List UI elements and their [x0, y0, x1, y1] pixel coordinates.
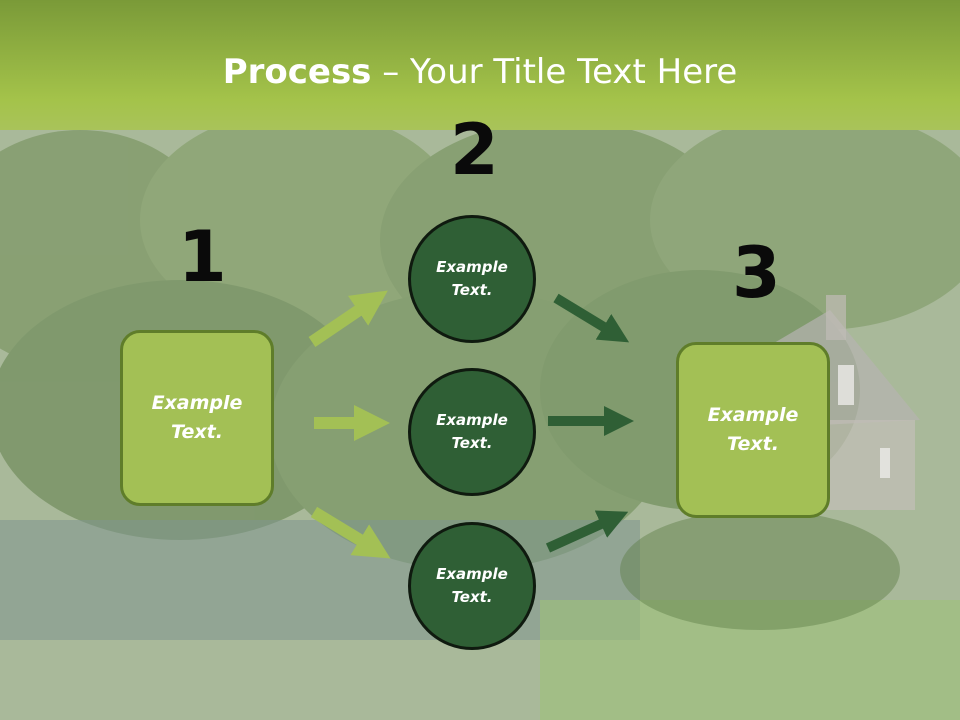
step-3-box[interactable]: Example Text. — [676, 342, 830, 518]
slide-title: Process – Your Title Text Here — [0, 52, 960, 92]
step-1-box[interactable]: Example Text. — [120, 330, 274, 506]
circle-top-text-line1: Example — [436, 258, 508, 276]
circle-bottom[interactable]: Example Text. — [408, 522, 536, 650]
circle-middle[interactable]: Example Text. — [408, 368, 536, 496]
step-number-3: 3 — [732, 232, 781, 314]
circle-top-text-line2: Text. — [451, 281, 493, 299]
circle-middle-text-line1: Example — [436, 411, 508, 429]
step-3-text-line1: Example — [707, 404, 799, 426]
step-1-text-line1: Example — [151, 392, 243, 414]
circle-top[interactable]: Example Text. — [408, 215, 536, 343]
step-number-2: 2 — [450, 109, 499, 191]
circle-middle-text-line2: Text. — [451, 434, 493, 452]
step-3-text-line2: Text. — [727, 433, 779, 455]
step-number-1: 1 — [178, 216, 227, 298]
circle-bottom-text-line1: Example — [436, 565, 508, 583]
circle-bottom-text-line2: Text. — [451, 588, 493, 606]
title-bold: Process — [222, 52, 372, 92]
title-rest: – Your Title Text Here — [371, 52, 738, 92]
step-1-text-line2: Text. — [171, 421, 223, 443]
